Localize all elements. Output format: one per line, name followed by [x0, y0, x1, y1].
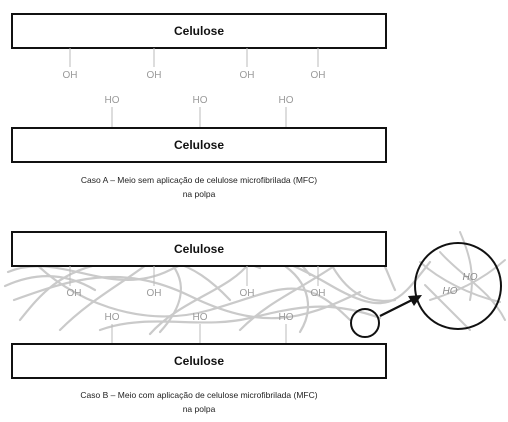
case-a-hydroxyl-oh-2: OH: [147, 70, 162, 81]
case-b-caption-line-1: Caso B – Meio com aplicação de celulose …: [80, 390, 317, 400]
case-a-hydroxyl-ho-2: HO: [193, 95, 208, 106]
case-b-bond-lines: [69, 266, 319, 344]
case-a-hydroxyl-ho-3: HO: [279, 95, 294, 106]
zoom-source-circle: [350, 308, 380, 338]
case-b-top-cellulose-label: Celulose: [174, 242, 224, 256]
case-b-hydroxyl-ho-2: HO: [193, 312, 208, 323]
case-a-hydroxyl-oh-1: OH: [63, 70, 78, 81]
case-a-hydroxyl-ho-1: HO: [105, 95, 120, 106]
case-a-upper-bond-lines: [69, 48, 319, 67]
case-a-caption-line-1: Caso A – Meio sem aplicação de celulose …: [81, 175, 317, 185]
case-b-bottom-cellulose-label: Celulose: [174, 354, 224, 368]
zoom-hydroxyl-ho-2: HO: [443, 286, 458, 297]
case-b-hydroxyl-ho-3: HO: [279, 312, 294, 323]
zoom-hydroxyl-ho-1: HO: [463, 272, 478, 283]
case-b-bottom-cellulose-box: [11, 343, 387, 379]
zoom-fiber-lines: [419, 231, 506, 331]
case-b-hydroxyl-oh-2: OH: [147, 288, 162, 299]
zoom-arrow-head: [408, 295, 422, 306]
case-a-bottom-cellulose-box: [11, 127, 387, 163]
case-a-hydroxyl-oh-3: OH: [240, 70, 255, 81]
case-a-hydroxyl-oh-4: OH: [311, 70, 326, 81]
case-a-bottom-cellulose-label: Celulose: [174, 138, 224, 152]
case-a-caption-line-2: na polpa: [183, 189, 216, 199]
zoom-arrow-line: [379, 297, 417, 317]
case-b-top-cellulose-box: [11, 231, 387, 267]
case-b-caption-line-2: na polpa: [183, 404, 216, 414]
case-a-top-cellulose-label: Celulose: [174, 24, 224, 38]
case-b-hydroxyl-oh-4: OH: [311, 288, 326, 299]
case-a-lower-bond-lines: [111, 107, 287, 128]
case-b-hydroxyl-oh-3: OH: [240, 288, 255, 299]
case-b-hydroxyl-ho-1: HO: [105, 312, 120, 323]
zoom-magnified-circle: [414, 242, 502, 330]
case-a-top-cellulose-box: [11, 13, 387, 49]
case-b-hydroxyl-oh-1: OH: [67, 288, 82, 299]
